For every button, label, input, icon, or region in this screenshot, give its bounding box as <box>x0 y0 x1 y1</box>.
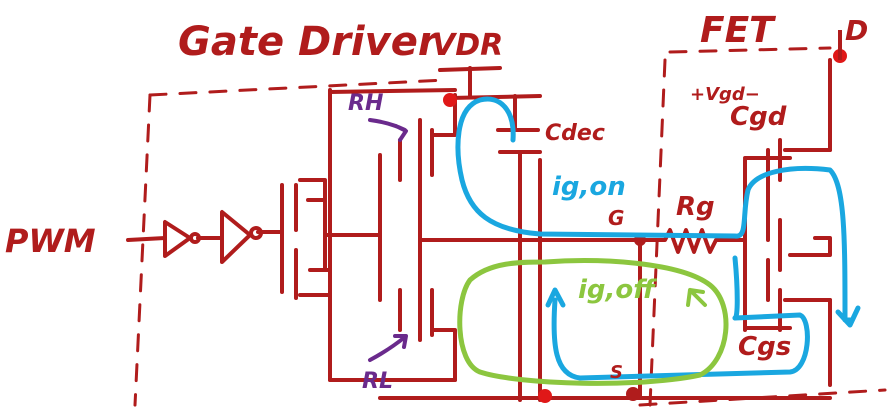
s-node-label: S <box>610 362 623 383</box>
ig-off-loop <box>457 258 729 386</box>
ig-on-label: ig,on <box>552 172 626 202</box>
drain-label: D <box>845 14 868 47</box>
fet-structure <box>743 58 832 387</box>
ig-on-loop <box>455 96 853 323</box>
buffer-1 <box>163 220 201 258</box>
buffer-2 <box>220 210 263 264</box>
output-stage <box>328 88 642 382</box>
pre-driver-inverter <box>280 88 382 382</box>
g-node-label: G <box>608 206 624 230</box>
rl-label: RL <box>362 369 393 394</box>
gate-driver-label: Gate Driver <box>178 19 440 65</box>
fet-label: FET <box>700 10 776 51</box>
cgs-label: Cgs <box>738 332 791 362</box>
rg-label: Rg <box>676 192 715 222</box>
cdec-label: Cdec <box>545 121 605 146</box>
rh-label: RH <box>348 91 383 116</box>
ig-on-ret-connector <box>732 255 740 321</box>
pwm-label: PWM <box>5 222 96 260</box>
vdr-node-dot <box>443 93 457 107</box>
rl-pointer <box>368 334 408 362</box>
ig-off-label: ig,off <box>578 275 657 305</box>
vdr-label: VDR <box>432 28 503 63</box>
gate-driver-dashed-box <box>133 78 447 407</box>
vdr-rail <box>378 66 832 402</box>
ig-off-arrow <box>686 288 707 307</box>
s-node-dot <box>626 387 640 401</box>
gnd-node-dot <box>538 389 552 403</box>
vgd-label: +Vgd− <box>690 84 760 105</box>
cgd-label: Cgd <box>730 102 787 132</box>
ig-on-return <box>551 297 810 381</box>
ig-on-arrow-head <box>835 305 861 328</box>
ig-on-return-arrow <box>545 287 566 308</box>
rh-pointer <box>368 118 408 142</box>
